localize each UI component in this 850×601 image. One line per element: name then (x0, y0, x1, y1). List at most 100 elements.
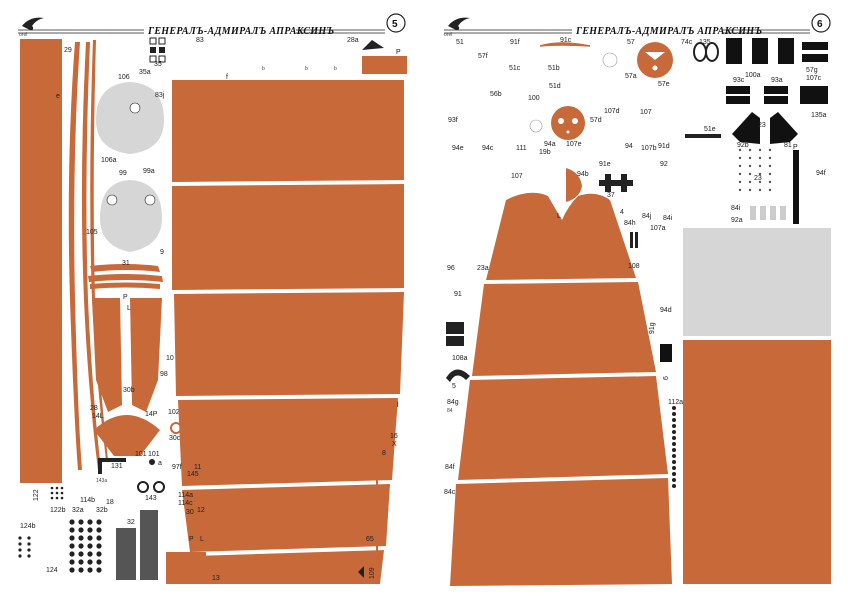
rivet-dot (78, 551, 84, 557)
label-143a: 143a (96, 478, 107, 484)
label-30c: 30c (169, 435, 181, 442)
label-111: 135a (811, 112, 827, 119)
small-parts-top: 83 28a 35 35a b b b f P (139, 37, 407, 81)
rivet-dot (768, 156, 772, 160)
label-30: 30 (186, 509, 194, 516)
rivet-dot (69, 551, 75, 557)
rivet-dot (27, 548, 31, 552)
label-91c: 91c (560, 37, 572, 44)
label-13: 13 (212, 575, 220, 582)
rivet-dot (87, 535, 93, 541)
page-title: ГЕНЕРАЛЪ-АДМИРАЛЪ АПРАКСИНЪ (575, 26, 762, 37)
label-99a: 99a (143, 168, 155, 175)
label-112: 6 (663, 376, 670, 380)
label-10: 10 (166, 355, 174, 362)
page-5-header: orel ГЕНЕРАЛЪ-АДМИРАЛЪ АПРАКСИНЪ 5 (18, 13, 406, 38)
label-107-b: 92 (660, 161, 668, 168)
label-106a: 106a (101, 157, 117, 164)
page-number-circle (811, 13, 831, 33)
label-8: f (226, 74, 228, 81)
rivet-dot (758, 164, 762, 168)
rivet-dot (768, 188, 772, 192)
label-109: 109 (369, 567, 376, 579)
label-114b: 114b (80, 497, 95, 504)
label-74c: 74c (681, 39, 693, 46)
label-93c: 93c (733, 77, 745, 84)
label-135: 135 (699, 39, 711, 46)
label-91d: 94 (625, 143, 633, 150)
label-100a: 100a (745, 72, 761, 79)
rivet-dot (672, 448, 676, 452)
label-94a: 94e (452, 145, 464, 152)
label-29: 29 (64, 47, 72, 54)
label-143: 143 (145, 495, 157, 502)
label-31: 31 (122, 260, 130, 267)
rivet-dot (748, 180, 752, 184)
rivet-dot (55, 491, 59, 495)
label-104f: 16 (390, 433, 398, 440)
rivet-dot (96, 551, 102, 557)
rivet-dot (87, 519, 93, 525)
label-84h: 84h (624, 220, 636, 227)
page-number: 5 (392, 19, 398, 30)
label-32a: 32a (72, 507, 84, 514)
rivet-dot (768, 180, 772, 184)
label-51b: 51b (548, 65, 560, 72)
rivet-dot (60, 491, 64, 495)
page6-left-parts: 96 91 108a 5 84g 84 (446, 265, 470, 414)
rivet-dots (18, 486, 102, 573)
hull-panels-page5: 13 l 16 X 8 65 109 (172, 80, 404, 584)
cross-parts: 37 4 84h (599, 174, 636, 227)
rivet-dots (672, 148, 772, 488)
label-92: 94b (577, 171, 589, 178)
label-84: 108a (452, 355, 468, 362)
rivet-dot (50, 491, 54, 495)
label-100: 57g (806, 67, 818, 74)
label-107a: 84i (663, 215, 673, 222)
label-84f: 5 (452, 383, 456, 390)
label-94b: 107b (641, 145, 657, 152)
rivet-dot (69, 519, 75, 525)
label-94: 94c (482, 145, 494, 152)
label-84c: 84g (447, 399, 459, 406)
rivet-dot (738, 156, 742, 160)
page-6: orel ГЕНЕРАЛЪ-АДМИРАЛЪ АПРАКСИНЪ 6 51 91… (425, 0, 850, 601)
label-108: 107a (650, 225, 666, 232)
label-6: 84f (445, 464, 455, 471)
label-107e: 111 (516, 145, 527, 152)
label-57b: 8 (382, 450, 386, 457)
rivet-dot (96, 543, 102, 549)
label-28: 28 (90, 405, 98, 412)
stern-ribs: 31 (88, 260, 163, 289)
rivet-dot (672, 484, 676, 488)
label-112a: 84 (447, 408, 453, 414)
label-P-top: P (396, 49, 401, 56)
label-4: L (557, 213, 561, 220)
hull-panels-page6: L 84b 84f 84c 23a (444, 192, 672, 586)
label-w1: 101 (135, 451, 147, 458)
label-18: 18 (106, 499, 114, 506)
round-parts: 94b (529, 42, 673, 202)
rivet-dot (69, 543, 75, 549)
rivet-dot (748, 156, 752, 160)
label-92a: 84j (642, 213, 652, 220)
label-57a: 57a (625, 73, 637, 80)
label-16: l (397, 402, 399, 409)
rivet-dot (78, 559, 84, 565)
label-94c: 107e (566, 141, 582, 148)
rivet-dot (96, 559, 102, 565)
label-84j: 37 (607, 192, 615, 199)
rivet-dot (78, 535, 84, 541)
rivet-dot (758, 180, 762, 184)
label-92b: 107 (511, 173, 523, 180)
rivet-dot (738, 148, 742, 152)
rivet-dot (672, 430, 676, 434)
rivet-dot (87, 527, 93, 533)
rivet-dot (672, 472, 676, 476)
label-L-bottom: L (200, 536, 204, 543)
rivet-dot (18, 548, 22, 552)
label-84i: 4 (620, 209, 624, 216)
label-84b: 108 (628, 263, 640, 270)
rivet-dot (50, 496, 54, 500)
